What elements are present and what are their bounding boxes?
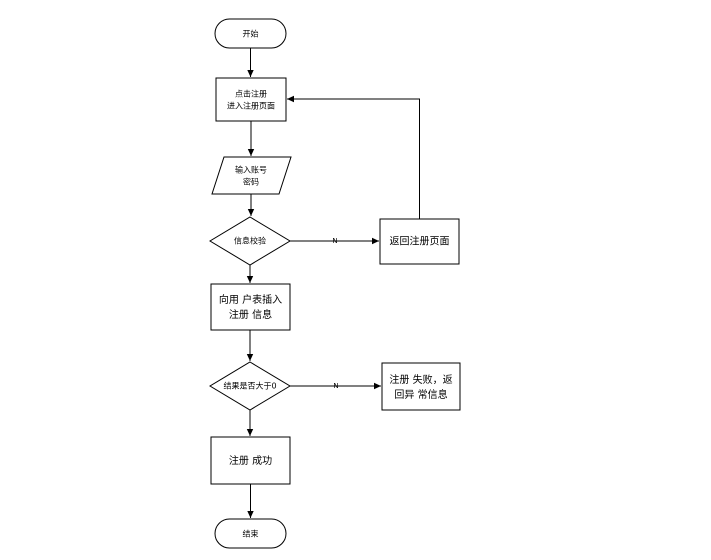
input-credentials-label-line1: 输入账号 <box>235 165 267 175</box>
edge-result-no-label: N <box>333 382 338 390</box>
edge-verify-no-label: N <box>332 237 337 245</box>
input-credentials-node: 输入账号 密码 <box>211 156 292 195</box>
click-register-label-line1: 点击注册 <box>235 89 267 99</box>
register-fail-label-line2: 回异 常信息 <box>394 388 447 401</box>
verify-info-decision: 信息校验 <box>209 216 291 266</box>
register-success-node: 注册 成功 <box>210 436 291 485</box>
register-fail-node: 注册 失败，返 回异 常信息 <box>381 362 461 411</box>
verify-info-label: 信息校验 <box>234 236 266 246</box>
result-check-decision: 结果是否大于0 <box>209 361 291 411</box>
click-register-label-line2: 进入注册页面 <box>227 101 275 111</box>
return-register-page-node: 返回注册页面 <box>379 218 460 265</box>
end-label: 结束 <box>243 529 259 539</box>
end-node: 结束 <box>214 518 287 549</box>
insert-user-table-label-line1: 向用 户表插入 <box>219 293 282 306</box>
click-register-node: 点击注册 进入注册页面 <box>215 77 287 122</box>
result-check-label: 结果是否大于0 <box>223 381 276 391</box>
return-register-page-label: 返回注册页面 <box>390 235 450 248</box>
input-credentials-label-line2: 密码 <box>243 177 259 187</box>
insert-user-table-label-line2: 注册 信息 <box>229 308 272 321</box>
start-label: 开始 <box>243 29 259 39</box>
start-node: 开始 <box>214 18 287 49</box>
register-success-label: 注册 成功 <box>229 454 272 467</box>
insert-user-table-node: 向用 户表插入 注册 信息 <box>210 283 291 331</box>
register-fail-label-line1: 注册 失败，返 <box>389 373 452 386</box>
edge-return-page-to-click-register <box>287 95 420 219</box>
